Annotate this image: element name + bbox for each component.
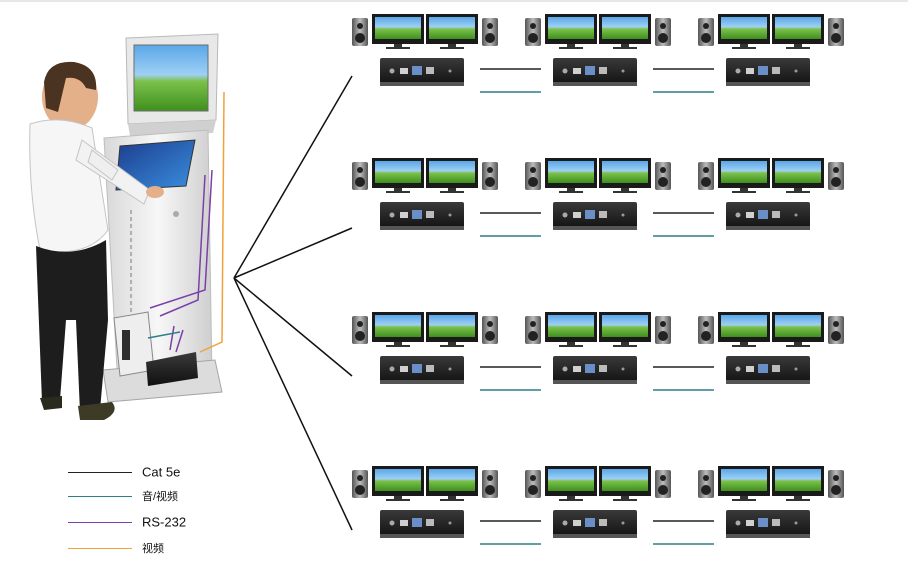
monitor-icon xyxy=(772,14,824,49)
speaker-icon xyxy=(828,316,844,344)
speaker-icon xyxy=(482,162,498,190)
speaker-icon xyxy=(352,18,368,46)
receiver-box-icon xyxy=(726,356,810,384)
monitor-icon xyxy=(545,14,597,49)
speaker-icon xyxy=(655,18,671,46)
speaker-icon xyxy=(828,162,844,190)
speaker-icon xyxy=(525,18,541,46)
receiver-box-icon xyxy=(380,356,464,384)
speaker-icon xyxy=(698,470,714,498)
speaker-icon xyxy=(482,18,498,46)
receiver-unit xyxy=(352,14,541,93)
receiver-unit xyxy=(698,14,844,86)
monitor-icon xyxy=(718,158,770,193)
speaker-icon xyxy=(482,470,498,498)
speaker-icon xyxy=(655,470,671,498)
receiver-unit xyxy=(352,312,541,391)
monitor-icon xyxy=(545,312,597,347)
receiver-unit xyxy=(698,466,844,538)
legend-swatch xyxy=(68,495,132,497)
monitor-icon xyxy=(718,466,770,501)
receiver-unit xyxy=(698,158,844,230)
monitor-icon xyxy=(599,14,651,49)
receiver-box-icon xyxy=(553,202,637,230)
receiver-box-icon xyxy=(553,58,637,86)
receiver-unit xyxy=(525,312,714,391)
receiver-box-icon xyxy=(726,202,810,230)
speaker-icon xyxy=(525,470,541,498)
legend-item-video: 视频 xyxy=(68,538,164,558)
monitor-icon xyxy=(772,466,824,501)
monitor-icon xyxy=(372,312,424,347)
receiver-unit xyxy=(525,466,714,545)
legend-label: RS-232 xyxy=(142,514,187,530)
monitor-icon xyxy=(372,466,424,501)
monitor-icon xyxy=(772,158,824,193)
legend-swatch xyxy=(68,521,132,523)
speaker-icon xyxy=(525,162,541,190)
legend-label: 音/视频 xyxy=(142,491,179,503)
receiver-unit xyxy=(352,158,541,237)
receiver-box-icon xyxy=(380,58,464,86)
monitor-icon xyxy=(426,466,478,501)
monitor-icon xyxy=(599,466,651,501)
receiver-box-icon xyxy=(380,202,464,230)
kiosk-icon xyxy=(102,33,225,403)
legend-label: Cat 5e xyxy=(142,464,181,480)
cat5e-fanout xyxy=(233,75,353,531)
monitor-icon xyxy=(372,14,424,49)
monitor-icon xyxy=(718,14,770,49)
speaker-icon xyxy=(655,162,671,190)
receiver-box-icon xyxy=(553,356,637,384)
monitor-icon xyxy=(545,466,597,501)
speaker-icon xyxy=(698,316,714,344)
speaker-icon xyxy=(352,470,368,498)
monitor-icon xyxy=(372,158,424,193)
receiver-box-icon xyxy=(380,510,464,538)
speaker-icon xyxy=(828,470,844,498)
legend-item-av: 音/视频 xyxy=(68,486,178,506)
receiver-box-icon xyxy=(726,510,810,538)
monitor-icon xyxy=(545,158,597,193)
monitor-icon xyxy=(599,158,651,193)
speaker-icon xyxy=(828,18,844,46)
legend-swatch xyxy=(68,471,132,473)
speaker-icon xyxy=(525,316,541,344)
speaker-icon xyxy=(352,162,368,190)
monitor-icon xyxy=(718,312,770,347)
receiver-unit xyxy=(698,312,844,384)
person-icon xyxy=(29,61,164,420)
receiver-box-icon xyxy=(553,510,637,538)
monitor-icon xyxy=(426,312,478,347)
legend-item-cat5e: Cat 5e xyxy=(68,462,180,482)
receiver-unit xyxy=(352,466,541,545)
monitor-icon xyxy=(772,312,824,347)
monitor-icon xyxy=(426,14,478,49)
speaker-icon xyxy=(482,316,498,344)
receiver-unit xyxy=(525,158,714,237)
legend-item-rs232: RS-232 xyxy=(68,512,186,532)
receiver-unit xyxy=(525,14,714,93)
receiver-grid xyxy=(352,14,844,545)
speaker-icon xyxy=(352,316,368,344)
speaker-icon xyxy=(698,18,714,46)
legend-label: 视频 xyxy=(142,543,164,555)
monitor-icon xyxy=(426,158,478,193)
speaker-icon xyxy=(698,162,714,190)
monitor-icon xyxy=(599,312,651,347)
legend-swatch xyxy=(68,547,132,549)
receiver-box-icon xyxy=(726,58,810,86)
speaker-icon xyxy=(655,316,671,344)
